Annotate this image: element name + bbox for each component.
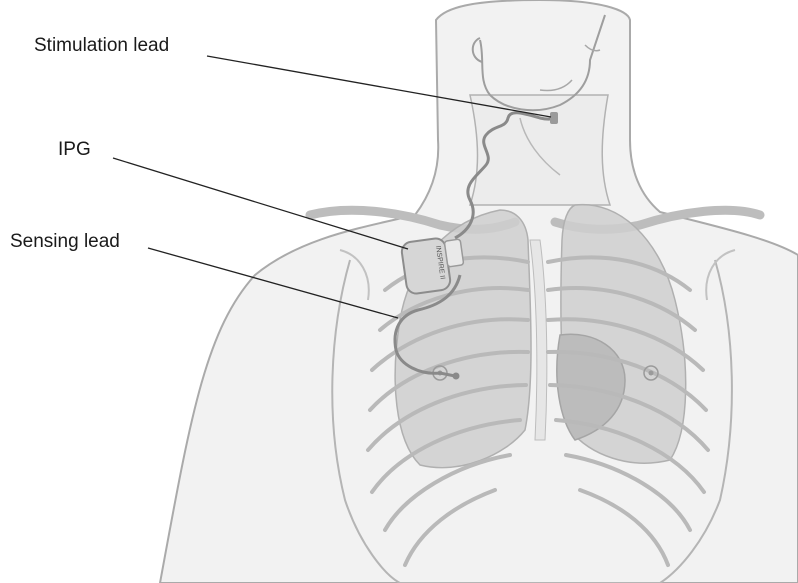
stimulation-lead-label: Stimulation lead [34,36,169,55]
sensing-lead-tip [453,373,460,380]
stimulation-cuff [550,112,558,124]
ipg-label: IPG [58,140,91,159]
callout-line-ipg [113,158,408,249]
sensing-lead-label: Sensing lead [10,232,120,251]
neck [470,95,610,205]
